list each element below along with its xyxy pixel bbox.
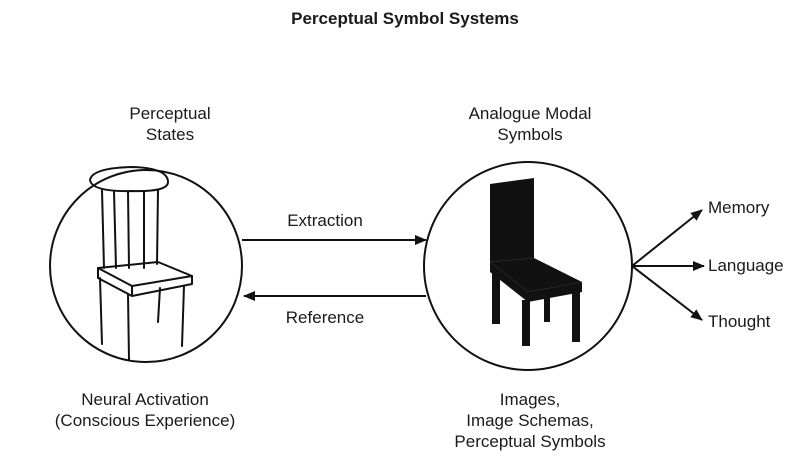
perceptual-states-circle	[49, 169, 243, 363]
output-memory-label: Memory	[708, 198, 770, 217]
extraction-label: Extraction	[287, 211, 363, 230]
chair-silhouette-icon	[490, 178, 582, 346]
perceptual-states-heading: Perceptual States	[129, 104, 211, 144]
analogue-modal-symbols-heading: Analogue Modal Symbols	[468, 104, 592, 144]
output-thought-label: Thought	[708, 312, 771, 331]
thought-arrow	[631, 265, 703, 321]
diagram-title: Perceptual Symbol Systems	[291, 9, 519, 28]
neural-activation-caption: Neural Activation (Conscious Experience)	[54, 390, 236, 430]
reference-label: Reference	[285, 308, 365, 327]
chair-drawing-icon	[89, 166, 193, 361]
perceptual-symbols-caption: Images, Image Schemas, Perceptual Symbol…	[454, 390, 606, 451]
output-language-label: Language	[708, 256, 784, 275]
memory-arrow	[631, 209, 703, 267]
